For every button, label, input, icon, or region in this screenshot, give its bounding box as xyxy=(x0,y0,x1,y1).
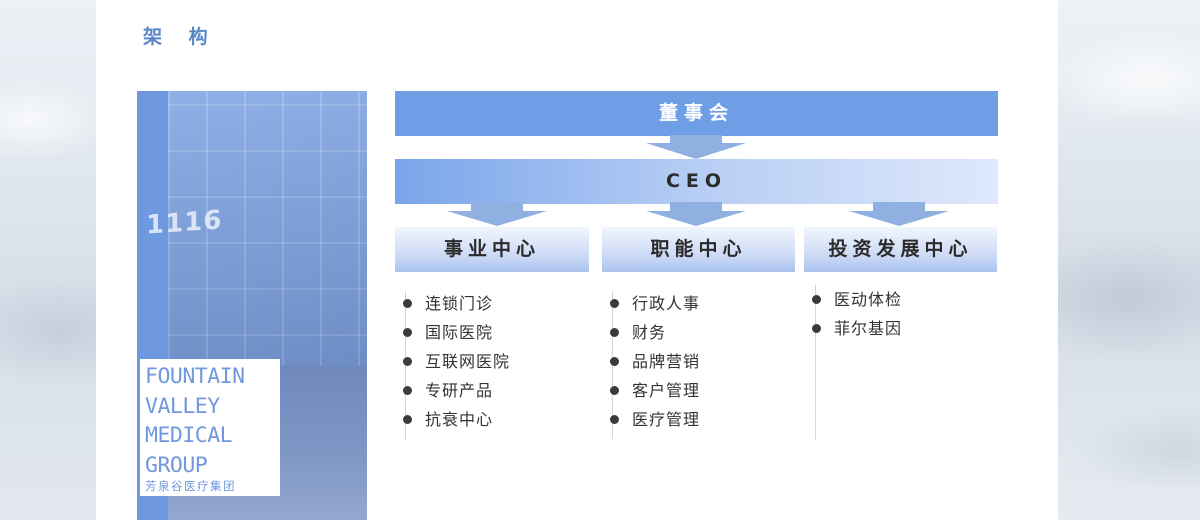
dept-items-investment: 医动体检 菲尔基因 xyxy=(812,285,902,343)
list-item: 医动体检 xyxy=(812,285,902,314)
list-item: 医疗管理 xyxy=(610,405,700,434)
dept-box-functional: 职能中心 xyxy=(602,227,795,272)
page-title: 架 构 xyxy=(143,26,218,48)
list-item: 客户管理 xyxy=(610,376,700,405)
list-item: 菲尔基因 xyxy=(812,314,902,343)
ceo-box: CEO xyxy=(395,159,998,204)
arrow-down-icon xyxy=(849,202,949,226)
ceo-label: CEO xyxy=(665,170,728,192)
dept-box-investment: 投资发展中心 xyxy=(804,227,997,272)
dept-label: 投资发展中心 xyxy=(828,238,973,260)
arrow-down-icon xyxy=(447,202,547,226)
list-item: 专研产品 xyxy=(403,376,510,405)
bullet-icon xyxy=(403,299,412,308)
dept-label: 职能中心 xyxy=(650,238,747,260)
board-label: 董事会 xyxy=(658,102,734,124)
bullet-icon xyxy=(812,295,821,304)
background-left xyxy=(0,0,96,520)
company-logo: FOUNTAIN VALLEY MEDICAL GROUP 芳泉谷医疗集团 xyxy=(140,359,280,496)
list-item: 财务 xyxy=(610,318,700,347)
dept-items-functional: 行政人事 财务 品牌营销 客户管理 医疗管理 xyxy=(610,289,700,434)
dept-box-business: 事业中心 xyxy=(395,227,589,272)
logo-english-name: FOUNTAIN VALLEY MEDICAL GROUP xyxy=(145,364,245,478)
arrow-down-icon xyxy=(646,135,746,159)
bullet-icon xyxy=(610,328,619,337)
list-item: 连锁门诊 xyxy=(403,289,510,318)
logo-chinese-name: 芳泉谷医疗集团 xyxy=(145,479,236,493)
list-item: 国际医院 xyxy=(403,318,510,347)
dept-items-business: 连锁门诊 国际医院 互联网医院 专研产品 抗衰中心 xyxy=(403,289,510,434)
list-item: 抗衰中心 xyxy=(403,405,510,434)
column-divider xyxy=(815,285,816,440)
list-item: 互联网医院 xyxy=(403,347,510,376)
bullet-icon xyxy=(610,357,619,366)
building-sign: 1116 xyxy=(146,205,223,241)
bullet-icon xyxy=(403,357,412,366)
bullet-icon xyxy=(403,415,412,424)
list-item: 品牌营销 xyxy=(610,347,700,376)
bullet-icon xyxy=(610,386,619,395)
arrow-down-icon xyxy=(646,202,746,226)
list-item: 行政人事 xyxy=(610,289,700,318)
bullet-icon xyxy=(812,324,821,333)
bullet-icon xyxy=(610,299,619,308)
bullet-icon xyxy=(610,415,619,424)
background-right xyxy=(1058,0,1200,520)
board-box: 董事会 xyxy=(395,91,998,136)
dept-label: 事业中心 xyxy=(443,238,540,260)
bullet-icon xyxy=(403,328,412,337)
bullet-icon xyxy=(403,386,412,395)
